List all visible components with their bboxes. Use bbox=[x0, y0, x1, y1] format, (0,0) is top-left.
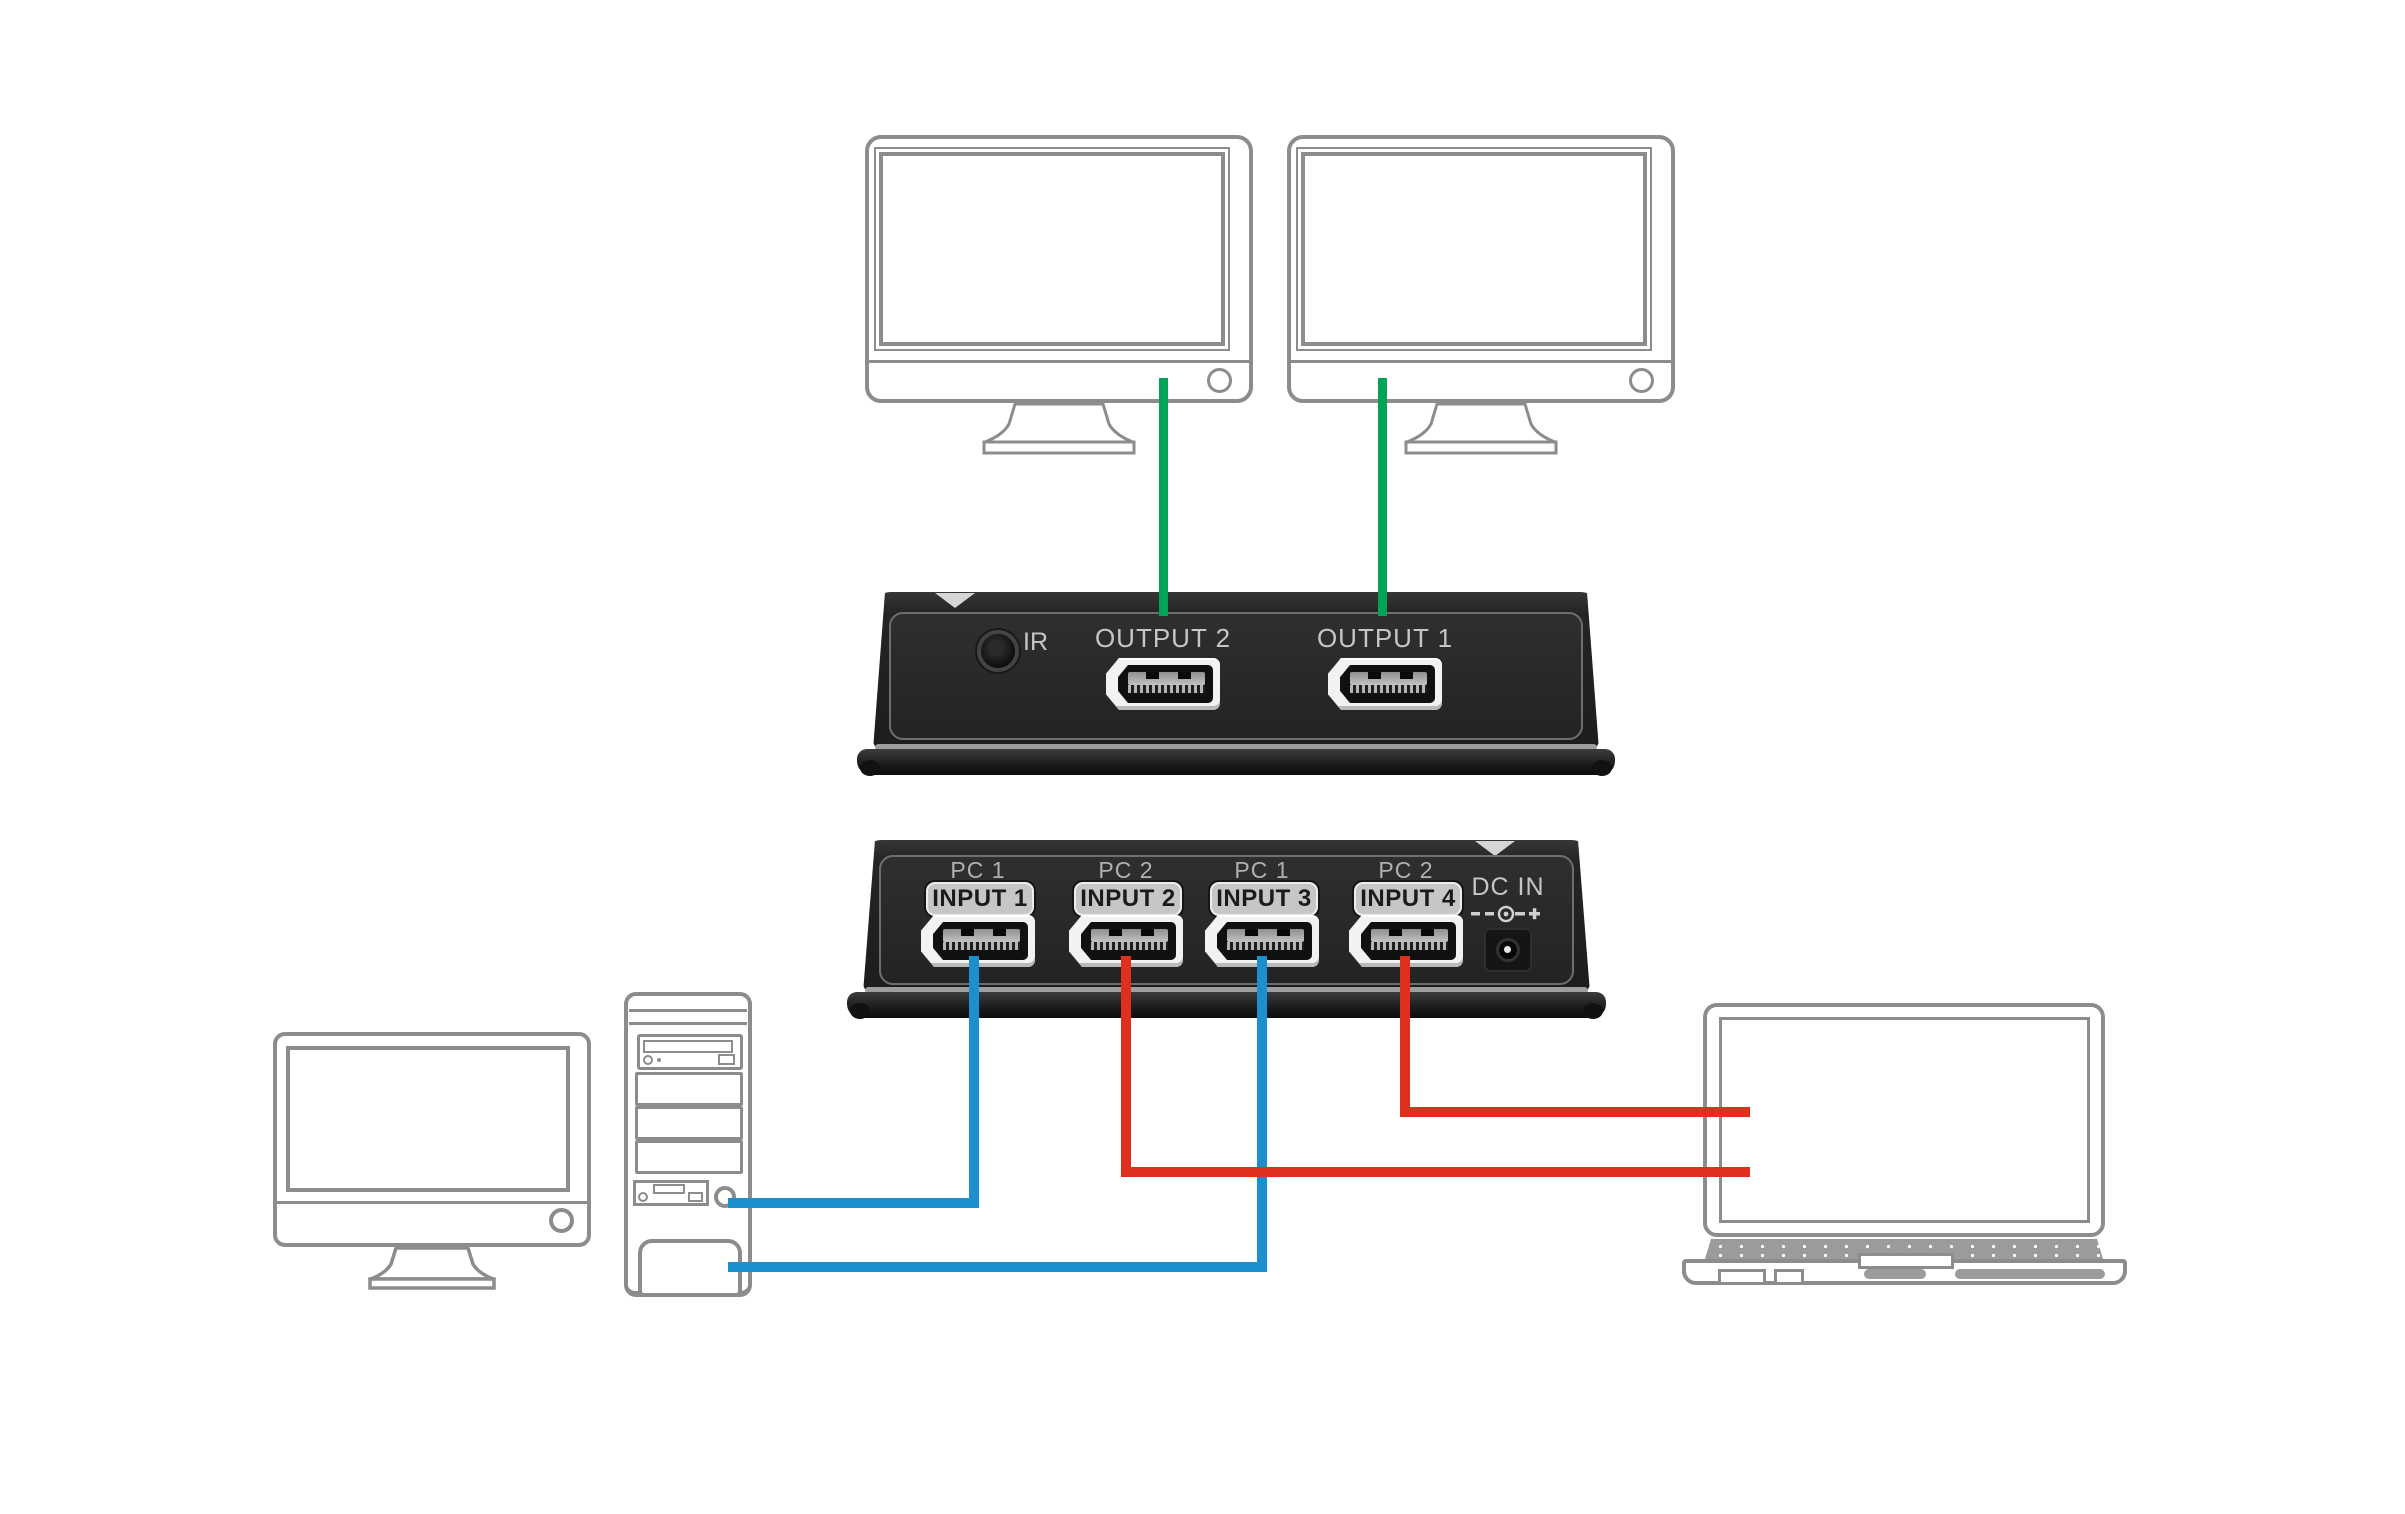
input-3-label-box: INPUT 3 bbox=[1210, 882, 1318, 916]
input-switch-foot-right bbox=[1583, 1003, 1603, 1019]
optical-dot bbox=[657, 1058, 661, 1062]
red-cable-input2-vertical bbox=[1121, 956, 1131, 1177]
laptop bbox=[1682, 1003, 2132, 1293]
blue-cable-input3-vertical bbox=[1257, 956, 1267, 1272]
dc-in-jack-icon bbox=[1484, 928, 1532, 972]
desktop-monitor-stand bbox=[368, 1246, 496, 1290]
monitor-1-power-button-icon bbox=[1207, 368, 1232, 393]
input-switch-base bbox=[847, 992, 1606, 1018]
laptop-trackpad-notch bbox=[1858, 1253, 1954, 1269]
monitor-1-chin-divider bbox=[868, 360, 1250, 363]
red-cable-input4-vertical bbox=[1400, 956, 1410, 1117]
input-1-label-box: INPUT 1 bbox=[926, 882, 1034, 916]
tower-front-vent bbox=[638, 1239, 742, 1297]
output-switch-device: IR OUTPUT 2 OUTPUT 1 bbox=[857, 592, 1615, 792]
laptop-front-slot-1 bbox=[1864, 1269, 1926, 1279]
monitor-2 bbox=[1287, 135, 1675, 457]
desktop-monitor-power-button-icon bbox=[549, 1208, 574, 1233]
laptop-screen bbox=[1719, 1017, 2090, 1223]
pc2-label-input4: PC 2 bbox=[1378, 857, 1434, 883]
tower-drive-bay-2 bbox=[635, 1106, 743, 1140]
desktop-tower bbox=[624, 992, 752, 1297]
input-4-label-box: INPUT 4 bbox=[1354, 882, 1462, 916]
input-2-label-box: INPUT 2 bbox=[1074, 882, 1182, 916]
input-switch-top-notch bbox=[1475, 841, 1515, 856]
output-switch-base-highlight bbox=[875, 744, 1597, 751]
pc1-label-input3: PC 1 bbox=[1234, 857, 1290, 883]
output-1-label: OUTPUT 1 bbox=[1316, 623, 1454, 653]
monitor-1-screen bbox=[874, 147, 1230, 351]
blue-cable-input1-vertical bbox=[969, 956, 979, 1208]
monitor-2-stand bbox=[1404, 402, 1558, 455]
displayport-input-3-icon bbox=[1205, 915, 1319, 967]
monitor-1-stand bbox=[982, 402, 1136, 455]
red-cable-input4-horizontal bbox=[1400, 1107, 1750, 1117]
floppy-led bbox=[638, 1192, 648, 1202]
monitor-2-chin-divider bbox=[1290, 360, 1672, 363]
monitor-2-bezel bbox=[1287, 135, 1675, 403]
green-cable-monitor2-output1 bbox=[1378, 378, 1387, 616]
optical-slot bbox=[643, 1040, 733, 1053]
optical-led bbox=[643, 1055, 653, 1065]
displayport-output-2-icon bbox=[1106, 658, 1220, 710]
red-cable-input2-horizontal bbox=[1121, 1167, 1750, 1177]
tower-drive-bay-1 bbox=[635, 1072, 743, 1106]
laptop-front-slot-2 bbox=[1955, 1269, 2105, 1279]
monitor-2-screen bbox=[1296, 147, 1652, 351]
optical-eject-button bbox=[718, 1054, 735, 1065]
laptop-port-2 bbox=[1774, 1269, 1804, 1285]
laptop-keyboard bbox=[1705, 1239, 2103, 1259]
input-switch-foot-left bbox=[850, 1003, 870, 1019]
tower-optical-drive-icon bbox=[637, 1034, 743, 1070]
floppy-slot bbox=[653, 1184, 685, 1194]
ir-label: IR bbox=[1023, 628, 1048, 656]
displayport-input-2-icon bbox=[1069, 915, 1183, 967]
output-switch-top-notch bbox=[935, 593, 975, 608]
monitor-2-power-button-icon bbox=[1629, 368, 1654, 393]
ir-receiver-port-icon bbox=[977, 630, 1019, 672]
displayport-input-1-icon bbox=[921, 915, 1035, 967]
monitor-1 bbox=[865, 135, 1253, 457]
displayport-input-4-icon bbox=[1349, 915, 1463, 967]
laptop-port-1 bbox=[1718, 1269, 1766, 1285]
output-switch-foot-right bbox=[1592, 760, 1612, 776]
floppy-eject-button bbox=[688, 1192, 703, 1202]
desktop-monitor-screen bbox=[286, 1046, 570, 1192]
blue-cable-input1-horizontal bbox=[728, 1198, 979, 1208]
dc-polarity-icon bbox=[1471, 905, 1540, 923]
tower-top-seam-2 bbox=[629, 1022, 747, 1025]
blue-cable-input3-horizontal bbox=[728, 1262, 1267, 1272]
output-switch-base bbox=[857, 749, 1615, 775]
pc1-label-input1: PC 1 bbox=[950, 857, 1006, 883]
pc2-label-input2: PC 2 bbox=[1098, 857, 1154, 883]
tower-top-seam bbox=[629, 1009, 747, 1012]
output-switch-foot-left bbox=[860, 760, 880, 776]
desktop-monitor-chin-divider bbox=[276, 1201, 588, 1204]
displayport-output-1-icon bbox=[1328, 658, 1442, 710]
dc-in-label: DC IN bbox=[1471, 873, 1545, 901]
green-cable-monitor1-output2 bbox=[1159, 378, 1168, 616]
tower-drive-bay-3 bbox=[635, 1140, 743, 1174]
output-2-label: OUTPUT 2 bbox=[1094, 623, 1232, 653]
input-switch-base-highlight bbox=[865, 987, 1588, 994]
tower-floppy-drive-icon bbox=[633, 1180, 709, 1206]
monitor-1-bezel bbox=[865, 135, 1253, 403]
desktop-monitor bbox=[273, 1032, 591, 1294]
desktop-monitor-bezel bbox=[273, 1032, 591, 1247]
